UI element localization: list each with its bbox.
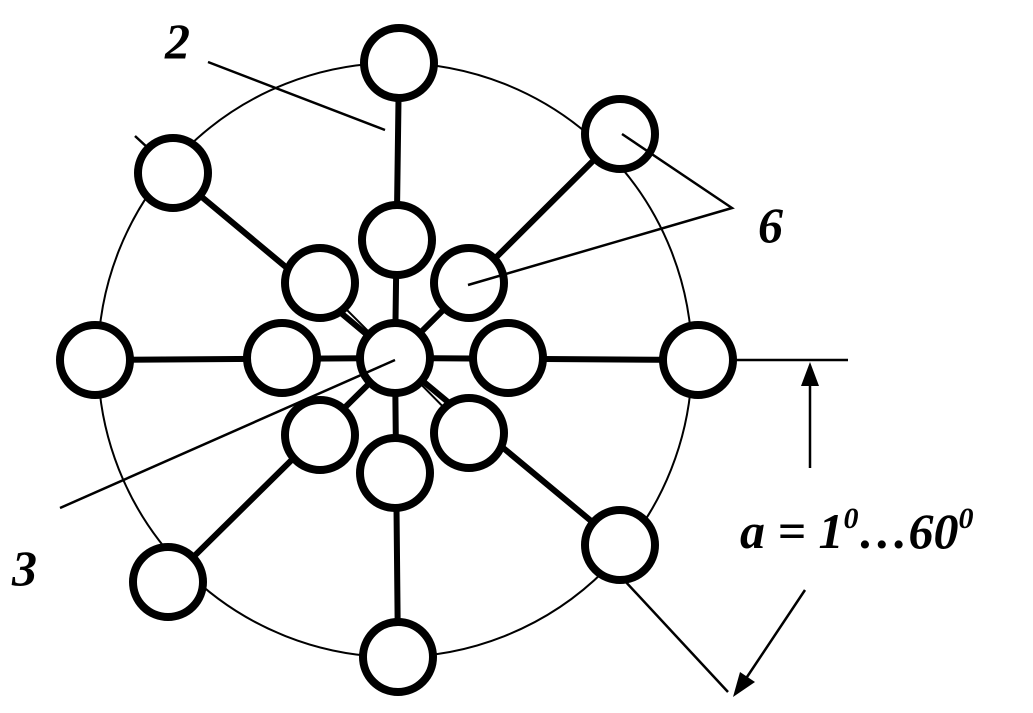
- node-inner-lower-left: [281, 396, 359, 474]
- outer-nodes: [56, 24, 737, 696]
- node-inner-upper-left: [281, 244, 359, 322]
- leader-2: [207, 60, 386, 132]
- node-outer-upper-left: [134, 134, 212, 212]
- node-outer-lower-right: [581, 506, 659, 584]
- angle-exp-2: 0: [959, 502, 974, 535]
- angle-exp-1: 0: [844, 502, 859, 535]
- node-outer-left: [56, 321, 134, 399]
- node-inner-lower-right: [430, 394, 508, 472]
- rod-lower-right: [392, 355, 623, 548]
- angle-lhs: a = 1: [740, 503, 844, 559]
- label-3: 3: [11, 540, 37, 596]
- node-outer-lower-left: [129, 543, 207, 621]
- arrow-up-head: [801, 362, 819, 386]
- node-outer-top: [360, 24, 438, 102]
- node-outer-right: [659, 321, 737, 399]
- angle-annotation: [623, 358, 848, 697]
- diagonal-reference: [623, 579, 729, 693]
- node-inner-top: [358, 201, 436, 279]
- label-6: 6: [758, 197, 783, 253]
- label-angle: a = 10…600: [740, 502, 974, 559]
- node-inner-right: [469, 319, 547, 397]
- leader-6: [467, 132, 735, 287]
- leader-lines: [59, 60, 735, 510]
- leader-2-tick: [134, 135, 149, 149]
- angle-mid: …60: [859, 503, 959, 559]
- node-inner-upper-right: [430, 244, 508, 322]
- arrow-diag-shaft: [743, 589, 807, 681]
- arrow-diag-head: [733, 672, 755, 697]
- node-outer-bottom: [359, 618, 437, 696]
- node-outer-upper-right: [581, 95, 659, 173]
- node-inner-left: [243, 319, 321, 397]
- leader-3: [59, 358, 396, 510]
- label-2: 2: [164, 13, 190, 69]
- node-inner-bottom: [356, 434, 434, 512]
- node-center: [356, 319, 434, 397]
- rod-upper-left: [170, 170, 398, 361]
- inner-nodes: [243, 201, 547, 512]
- rod-lower-left: [165, 355, 398, 585]
